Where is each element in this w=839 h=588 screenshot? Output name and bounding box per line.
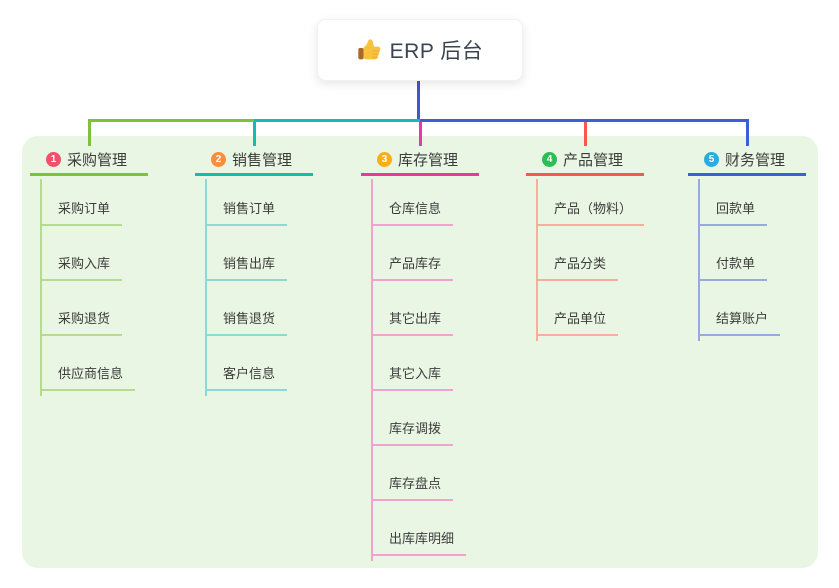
child-label: 产品分类 bbox=[536, 253, 619, 281]
child-label: 回款单 bbox=[698, 198, 768, 226]
branch-connector-drop bbox=[252, 119, 256, 146]
child-node[interactable]: 供应商信息 bbox=[40, 336, 148, 391]
branch-index-badge: 1 bbox=[46, 152, 61, 167]
branch-connector-bus bbox=[89, 119, 254, 122]
child-label: 库存盘点 bbox=[371, 473, 454, 501]
child-label: 客户信息 bbox=[205, 363, 288, 391]
root-node[interactable]: ERP 后台 bbox=[317, 19, 523, 81]
branch-connector-drop bbox=[583, 119, 587, 146]
branch-label: 财务管理 bbox=[725, 152, 786, 169]
child-node[interactable]: 仓库信息 bbox=[371, 176, 479, 226]
branch-title[interactable]: 4 产品管理 bbox=[526, 146, 644, 176]
branch-title[interactable]: 5 财务管理 bbox=[688, 146, 806, 176]
branch-children-connector bbox=[536, 179, 538, 341]
branch-title[interactable]: 1 采购管理 bbox=[30, 146, 148, 176]
branch-index-badge: 4 bbox=[542, 152, 557, 167]
child-node[interactable]: 采购退货 bbox=[40, 281, 148, 336]
child-node[interactable]: 产品（物料） bbox=[536, 176, 645, 226]
branch-children-connector bbox=[698, 179, 700, 341]
branch-children: 产品（物料） 产品分类 产品单位 bbox=[526, 176, 645, 336]
child-label: 仓库信息 bbox=[371, 198, 454, 226]
child-label: 产品（物料） bbox=[536, 198, 645, 226]
child-label: 其它入库 bbox=[371, 363, 454, 391]
child-label: 采购退货 bbox=[40, 308, 123, 336]
child-node[interactable]: 结算账户 bbox=[698, 281, 806, 336]
root-connector-stem bbox=[417, 81, 420, 120]
branch-title[interactable]: 2 销售管理 bbox=[195, 146, 313, 176]
child-node[interactable]: 产品单位 bbox=[536, 281, 644, 336]
child-node[interactable]: 采购订单 bbox=[40, 176, 148, 226]
child-node[interactable]: 付款单 bbox=[698, 226, 806, 281]
branch-children-connector bbox=[40, 179, 42, 396]
branch-label: 采购管理 bbox=[67, 152, 128, 169]
child-label: 供应商信息 bbox=[40, 363, 136, 391]
branch-connector-drop bbox=[87, 119, 91, 146]
child-label: 销售退货 bbox=[205, 308, 288, 336]
branch-index-badge: 5 bbox=[704, 152, 719, 167]
child-node[interactable]: 其它入库 bbox=[371, 336, 479, 391]
branch-node: 5 财务管理 回款单 付款单 结算账户 bbox=[688, 146, 806, 341]
child-label: 产品单位 bbox=[536, 308, 619, 336]
child-node[interactable]: 销售订单 bbox=[205, 176, 313, 226]
child-node[interactable]: 销售退货 bbox=[205, 281, 313, 336]
child-node[interactable]: 产品库存 bbox=[371, 226, 479, 281]
branch-children: 采购订单 采购入库 采购退货 供应商信息 bbox=[30, 176, 148, 391]
child-label: 付款单 bbox=[698, 253, 768, 281]
branch-children: 仓库信息 产品库存 其它出库 其它入库 库存调拨 库存盘点 出库库明细 bbox=[361, 176, 479, 556]
child-node[interactable]: 采购入库 bbox=[40, 226, 148, 281]
branch-node: 3 库存管理 仓库信息 产品库存 其它出库 其它入库 库存调拨 库存盘点 出库库… bbox=[361, 146, 479, 561]
child-label: 产品库存 bbox=[371, 253, 454, 281]
root-title: ERP 后台 bbox=[389, 40, 484, 63]
thumbs-up-icon bbox=[358, 39, 381, 60]
branch-connector-bus bbox=[420, 119, 749, 122]
branch-label: 销售管理 bbox=[232, 152, 293, 169]
branch-children-connector bbox=[205, 179, 207, 396]
child-node[interactable]: 回款单 bbox=[698, 176, 806, 226]
child-label: 销售出库 bbox=[205, 253, 288, 281]
child-label: 采购入库 bbox=[40, 253, 123, 281]
child-node[interactable]: 客户信息 bbox=[205, 336, 313, 391]
child-node[interactable]: 库存盘点 bbox=[371, 446, 479, 501]
branch-children: 回款单 付款单 结算账户 bbox=[688, 176, 806, 336]
branch-label: 库存管理 bbox=[398, 152, 459, 169]
child-node[interactable]: 其它出库 bbox=[371, 281, 479, 336]
branch-children-connector bbox=[371, 179, 373, 561]
child-label: 库存调拨 bbox=[371, 418, 454, 446]
child-label: 出库库明细 bbox=[371, 528, 467, 556]
branch-connector-bus bbox=[254, 119, 420, 122]
branch-children: 销售订单 销售出库 销售退货 客户信息 bbox=[195, 176, 313, 391]
branch-index-badge: 2 bbox=[211, 152, 226, 167]
child-node[interactable]: 库存调拨 bbox=[371, 391, 479, 446]
branch-node: 4 产品管理 产品（物料） 产品分类 产品单位 bbox=[526, 146, 645, 341]
branch-node: 1 采购管理 采购订单 采购入库 采购退货 供应商信息 bbox=[30, 146, 148, 396]
branch-node: 2 销售管理 销售订单 销售出库 销售退货 客户信息 bbox=[195, 146, 313, 396]
child-label: 其它出库 bbox=[371, 308, 454, 336]
branches-panel bbox=[22, 136, 818, 568]
branch-label: 产品管理 bbox=[563, 152, 624, 169]
branch-title[interactable]: 3 库存管理 bbox=[361, 146, 479, 176]
branch-connector-drop bbox=[745, 119, 749, 146]
branch-connector-drop bbox=[418, 119, 422, 146]
child-node[interactable]: 出库库明细 bbox=[371, 501, 479, 556]
child-node[interactable]: 销售出库 bbox=[205, 226, 313, 281]
child-label: 采购订单 bbox=[40, 198, 123, 226]
branch-index-badge: 3 bbox=[377, 152, 392, 167]
child-label: 销售订单 bbox=[205, 198, 288, 226]
child-label: 结算账户 bbox=[698, 308, 781, 336]
child-node[interactable]: 产品分类 bbox=[536, 226, 644, 281]
